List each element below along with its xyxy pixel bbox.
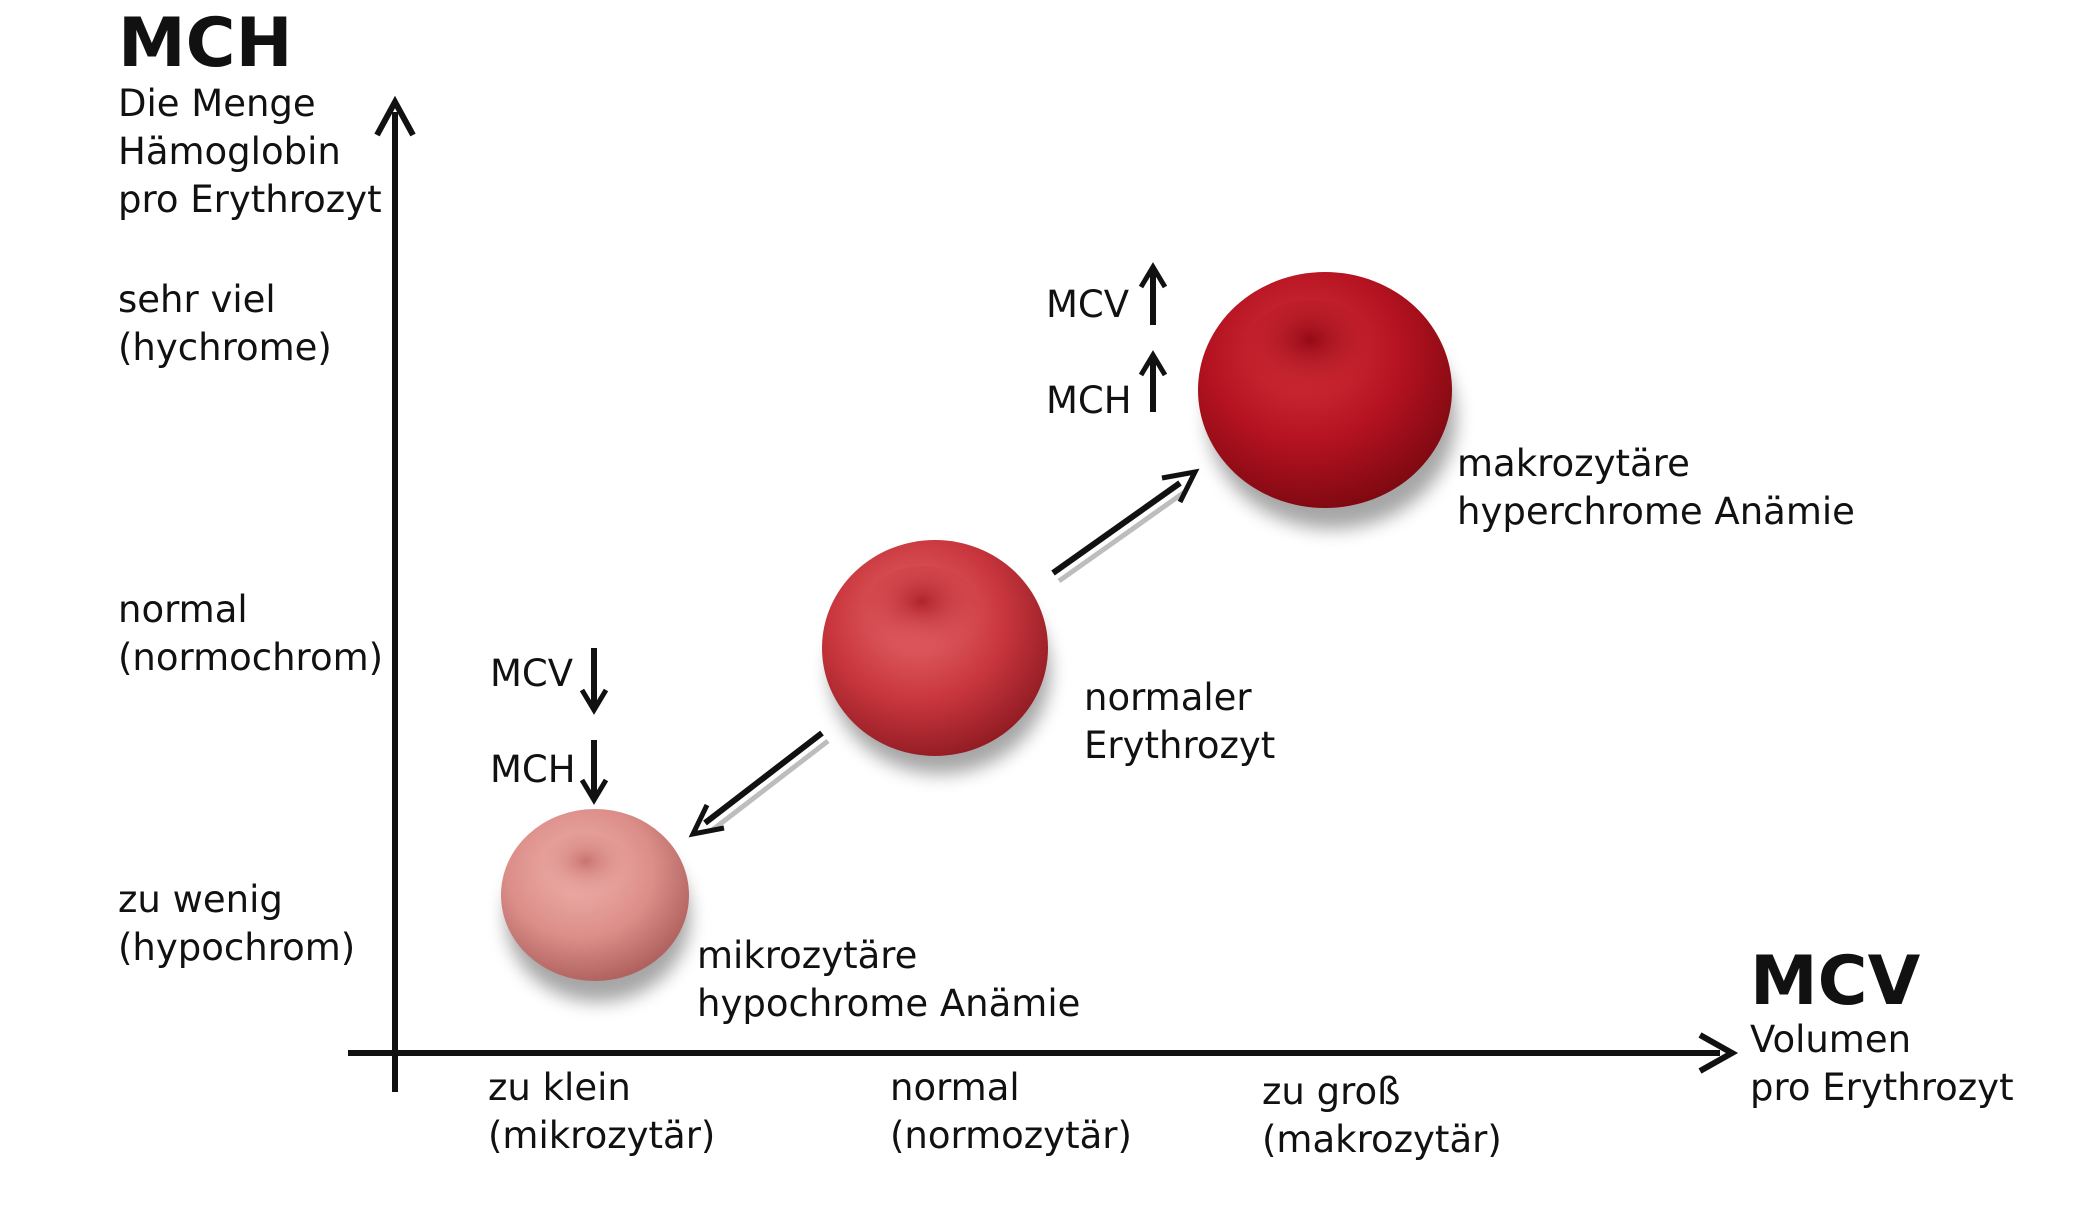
y-level-normal: normal (normochrom) [118, 588, 384, 679]
macro-mcv-up-arrow-icon [1138, 262, 1168, 325]
micro-mcv-indicator-label: MCV [490, 652, 574, 695]
macro-erythrocyte [1198, 272, 1456, 529]
x-level-normal: normal (normozytär) [890, 1066, 1132, 1157]
arrow-to-micro [688, 730, 830, 838]
macro-mch-indicator-label: MCH [1046, 379, 1132, 422]
x-level-large: zu groß (makrozytär) [1262, 1070, 1502, 1161]
y-axis-subtitle: Die Menge Hämoglobin pro Erythrozyt [118, 82, 382, 221]
x-axis-subtitle: Volumen pro Erythrozyt [1750, 1018, 2014, 1109]
micro-mch-indicator-label: MCH [490, 748, 576, 791]
micro-erythrocyte [501, 809, 690, 1002]
micro-mch-down-arrow-icon [579, 740, 609, 805]
y-axis-arrowhead [374, 95, 416, 137]
x-axis-arrowhead [1698, 1032, 1739, 1074]
x-axis-title: MCV [1750, 942, 1921, 1021]
normal-erythrocyte [822, 540, 1050, 774]
micro-mcv-down-arrow-icon [579, 648, 609, 715]
y-level-high: sehr viel (hychrome) [118, 278, 332, 369]
micro-cell-label: mikrozytäre hypochrome Anämie [697, 934, 1081, 1025]
arrow-to-macro [1051, 468, 1200, 584]
macro-mch-up-arrow-icon [1138, 350, 1168, 412]
normal-cell-label: normaler Erythrozyt [1084, 676, 1276, 767]
x-level-small: zu klein (mikrozytär) [488, 1066, 716, 1157]
y-level-low: zu wenig (hypochrom) [118, 878, 356, 969]
macro-mcv-indicator-label: MCV [1046, 283, 1130, 326]
y-axis-title: MCH [118, 4, 293, 83]
macro-cell-label: makrozytäre hyperchrome Anämie [1457, 442, 1855, 533]
